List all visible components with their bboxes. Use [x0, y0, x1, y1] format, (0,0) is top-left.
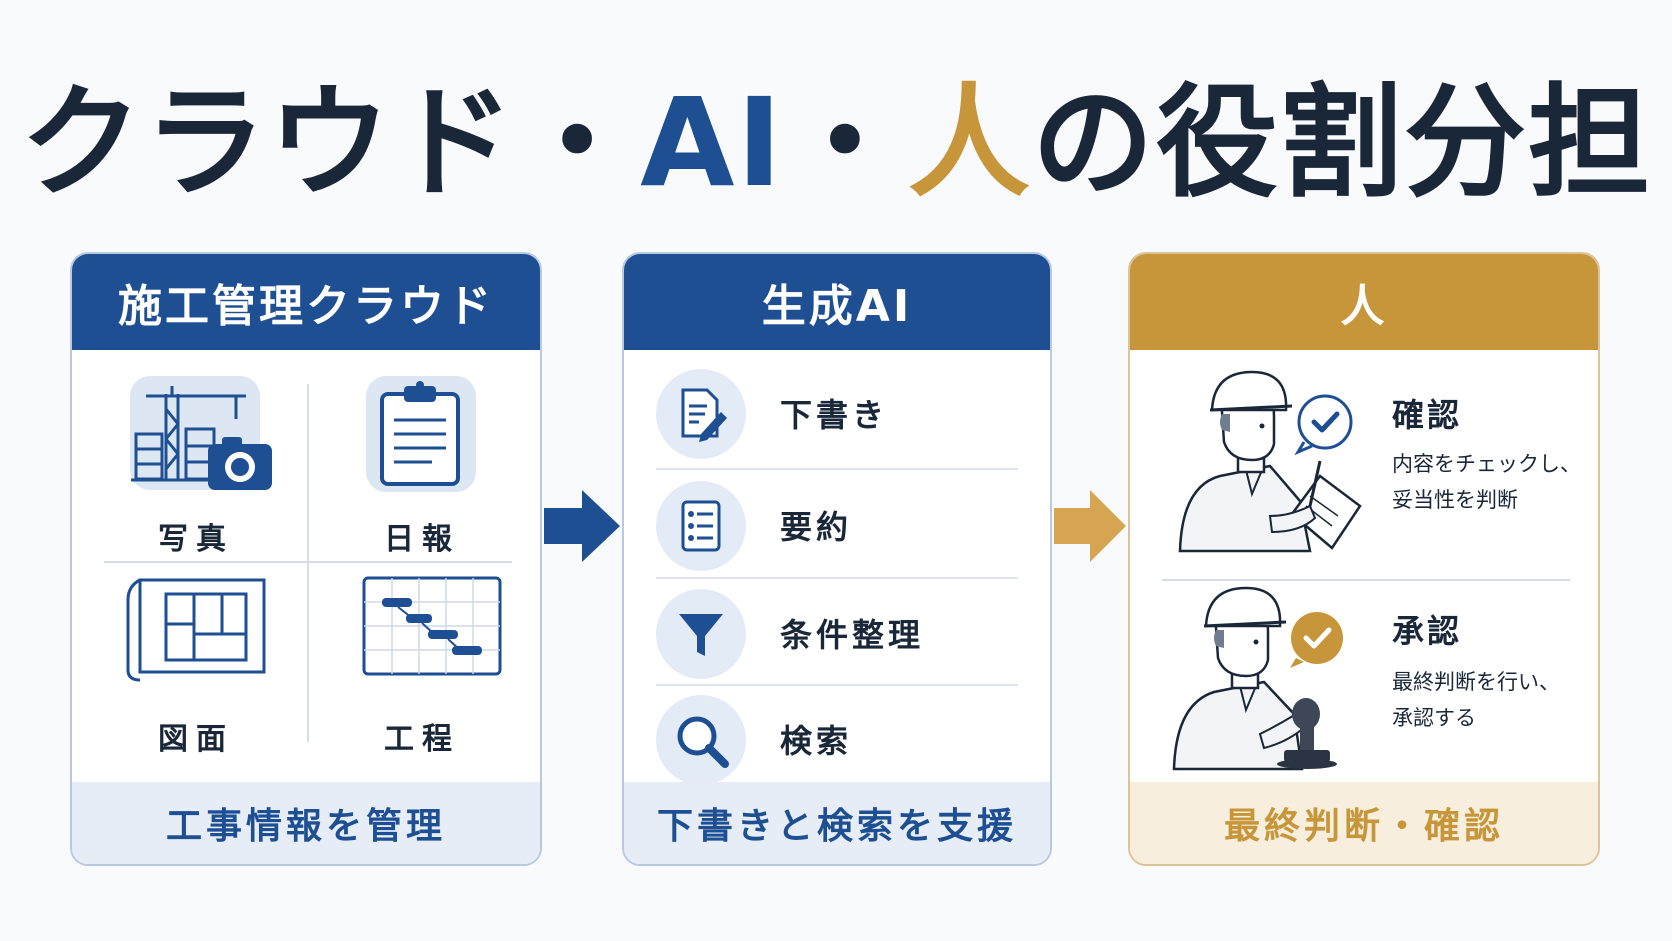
human-panel: 人 確認 内容をチェックし、 妥当性を判断	[1128, 252, 1600, 866]
human-item-title: 承認	[1392, 612, 1463, 650]
document-pen-icon	[681, 388, 727, 442]
cloud-divider-vertical	[307, 384, 309, 742]
arrow-right-blue-icon	[544, 490, 620, 562]
title-part-human: 人	[907, 72, 1032, 214]
human-item-check[interactable]: 確認 内容をチェックし、 妥当性を判断	[1130, 366, 1598, 566]
cloud-item-schedule[interactable]: 工程	[308, 564, 536, 764]
human-panel-footer: 最終判断・確認	[1130, 782, 1598, 864]
ai-item-label: 条件整理	[780, 616, 925, 654]
cloud-item-label: 工程	[384, 722, 460, 757]
approved-bubble-icon	[1290, 612, 1343, 668]
ai-separator	[656, 468, 1018, 470]
human-item-title: 確認	[1392, 396, 1463, 434]
cloud-item-label: 図面	[158, 722, 234, 757]
ai-item-label: 検索	[780, 722, 853, 760]
ai-panel: 生成AI 下書き 要約 条件整理	[622, 252, 1052, 866]
crane-camera-icon	[130, 376, 272, 490]
title-part-role: の役割分担	[1031, 72, 1652, 214]
gantt-chart-icon	[362, 576, 502, 676]
title-part-ai: AI	[640, 72, 784, 214]
worker-stamp-icon	[1172, 586, 1337, 771]
check-bubble-icon	[1294, 394, 1353, 456]
cloud-panel-header: 施工管理クラウド	[72, 254, 540, 350]
cloud-item-label: 日報	[384, 522, 460, 557]
cloud-panel-footer: 工事情報を管理	[72, 782, 540, 864]
magnifier-icon	[677, 716, 729, 768]
cloud-item-daily-report[interactable]: 日報	[308, 364, 536, 564]
clipboard-icon	[366, 376, 476, 492]
ai-separator	[656, 577, 1018, 579]
human-item-desc-line: 妥当性を判断	[1392, 488, 1518, 512]
ai-item-conditions[interactable]: 条件整理	[624, 580, 1050, 684]
human-item-desc: 内容をチェックし、 妥当性を判断	[1392, 446, 1581, 518]
ai-panel-header: 生成AI	[624, 254, 1050, 350]
ai-panel-footer: 下書きと検索を支援	[624, 782, 1050, 864]
ai-item-draft[interactable]: 下書き	[624, 360, 1050, 464]
filter-icon	[679, 614, 723, 656]
page-title: クラウド・AI・人の役割分担	[0, 70, 1672, 216]
human-item-approve[interactable]: 承認 最終判断を行い、 承認する	[1130, 584, 1598, 784]
human-divider	[1162, 579, 1570, 581]
title-part-cloud: クラウド・	[20, 72, 641, 214]
arrow-right-gold-icon	[1054, 490, 1126, 562]
human-item-desc-line: 最終判断を行い、	[1392, 670, 1560, 694]
ai-item-label: 要約	[780, 508, 853, 546]
ai-item-search[interactable]: 検索	[624, 686, 1050, 790]
cloud-item-label: 写真	[158, 522, 234, 557]
cloud-item-photo[interactable]: 写真	[82, 364, 310, 564]
human-panel-header: 人	[1130, 254, 1598, 350]
human-item-desc: 最終判断を行い、 承認する	[1392, 664, 1560, 736]
human-item-desc-line: 承認する	[1392, 706, 1476, 730]
ai-separator	[656, 684, 1018, 686]
blueprint-icon	[126, 578, 266, 682]
worker-clipboard-icon	[1178, 370, 1362, 553]
cloud-item-drawing[interactable]: 図面	[82, 564, 310, 764]
list-icon	[681, 500, 721, 552]
human-item-desc-line: 内容をチェックし、	[1392, 452, 1581, 476]
title-separator: ・	[783, 72, 908, 214]
ai-item-label: 下書き	[780, 396, 889, 434]
ai-item-summary[interactable]: 要約	[624, 472, 1050, 576]
cloud-panel: 施工管理クラウド 写真	[70, 252, 542, 866]
cloud-divider-horizontal	[104, 561, 512, 563]
